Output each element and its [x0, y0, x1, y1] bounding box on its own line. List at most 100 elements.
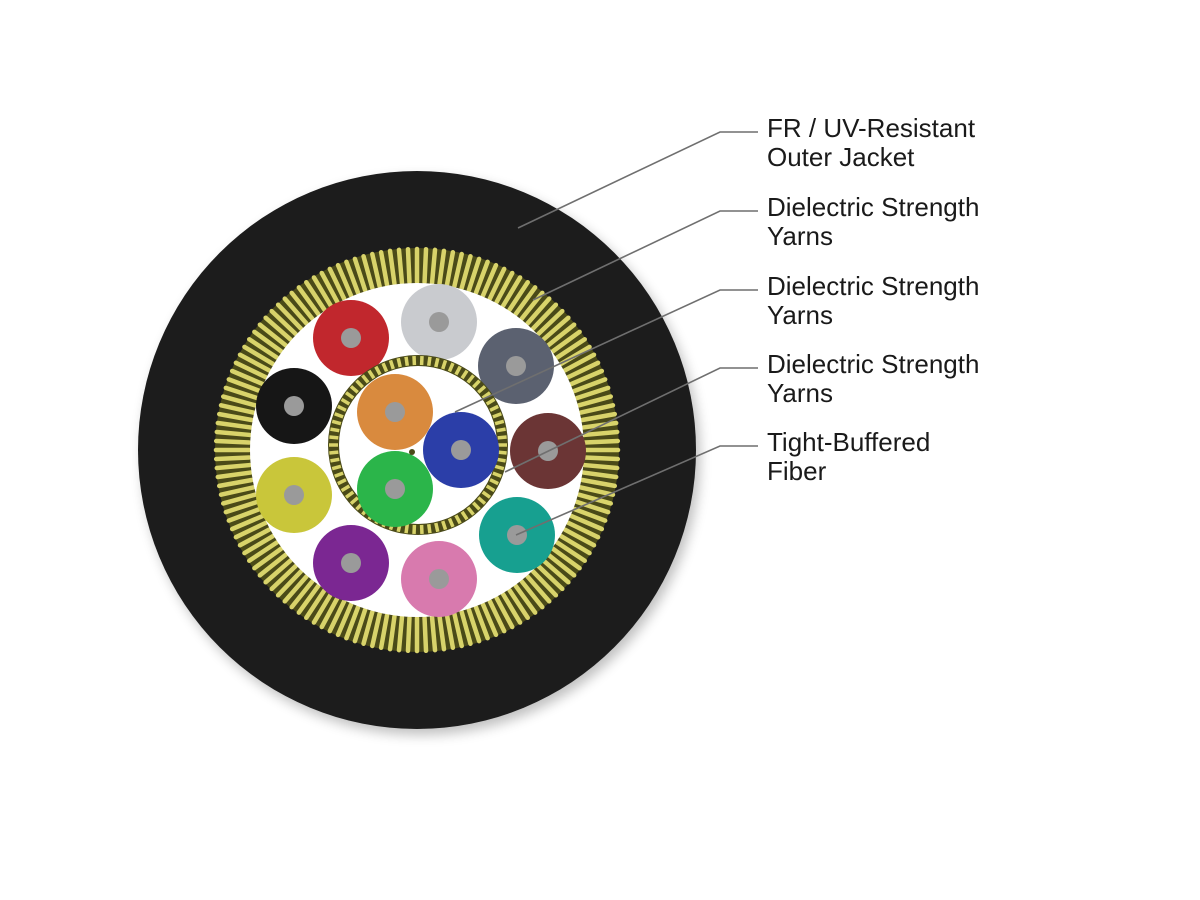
yarn-strand [330, 427, 340, 433]
yarn-strand [263, 315, 293, 342]
outer-fiber-ring [256, 284, 586, 617]
yarn-strand [269, 563, 298, 592]
fiber-core [451, 440, 471, 460]
yarn-strand [452, 611, 464, 649]
yarn-strand [396, 357, 402, 368]
fiber-black [256, 368, 332, 444]
yarn-strand [541, 315, 571, 342]
yarn-strand [361, 374, 370, 384]
yarn-strand [304, 280, 327, 313]
yarn-strand [576, 394, 614, 408]
yarn-strand [492, 471, 502, 478]
yarn-strand [378, 249, 390, 287]
label-line: Dielectric Strength [767, 349, 979, 379]
yarn-strand [214, 462, 252, 471]
yarn-strand [572, 377, 608, 394]
yarn-strand [229, 513, 265, 532]
fiber-core [341, 328, 361, 348]
yarn-strand [388, 359, 395, 370]
yarn-strand [447, 517, 455, 528]
yarn-strand [434, 522, 440, 533]
yarn-strand [489, 404, 499, 412]
yarn-strand [429, 615, 438, 653]
yarn-strand [378, 613, 390, 651]
yarn-strand [536, 563, 565, 592]
yarn-strand [530, 302, 559, 331]
yarn-strand [578, 485, 616, 497]
yarn-strand [282, 296, 309, 326]
yarn-strand [223, 499, 260, 515]
yarn-strand [319, 270, 340, 305]
yarn-strand [340, 484, 351, 493]
yarn-strand [361, 609, 375, 647]
yarn-strand [247, 540, 280, 563]
yarn-strand [396, 615, 405, 653]
yarn-strand [580, 477, 618, 489]
yarn-strand [427, 356, 432, 366]
yarn-strand [441, 520, 448, 531]
yarn-strand [477, 496, 487, 505]
yarn-strand [304, 587, 327, 620]
yarn-strand [574, 385, 611, 401]
yarn-strand [349, 496, 359, 505]
leader-line-strength-yarns-2 [454, 289, 758, 413]
yarn-strand [229, 368, 265, 387]
yarn-strand [576, 492, 614, 506]
yarn-strand [344, 605, 361, 641]
yarn-strand [569, 368, 605, 387]
fiber-violet [313, 525, 389, 601]
yarn-strand [220, 394, 258, 408]
yarn-strand [216, 411, 254, 423]
yarn-strand [370, 611, 382, 649]
yarn-strand [485, 397, 496, 406]
fiber-core [284, 485, 304, 505]
yarn-strand [454, 365, 462, 376]
yarn-strand [370, 251, 382, 289]
yarn-strand [466, 374, 475, 384]
leader-lines [454, 131, 758, 536]
yarn-strand [215, 420, 253, 430]
yarn-strand [494, 464, 505, 471]
yarn-strand [487, 599, 507, 634]
yarn-strand [507, 587, 530, 620]
yarn-strand [581, 420, 619, 430]
yarn-strand [247, 337, 280, 360]
yarn-strand [218, 403, 256, 415]
yarn-strand [459, 609, 473, 647]
yarn-strand [441, 359, 448, 370]
yarn-strand [215, 470, 253, 480]
leader-line-strength-yarns-1 [532, 210, 758, 301]
fiber-white [401, 284, 477, 360]
fiber-core [341, 553, 361, 573]
yarn-strand [233, 360, 268, 380]
yarn-strand [275, 302, 304, 331]
leader-line-strength-yarns-3 [504, 367, 758, 473]
yarn-strand [481, 391, 492, 400]
yarn-strand [466, 506, 475, 516]
yarn-strand [387, 248, 397, 286]
yarn-strand [550, 546, 582, 571]
yarn-strand [562, 527, 597, 548]
yarn-strand [331, 419, 342, 426]
yarn-strand [494, 595, 515, 630]
yarn-strand [459, 253, 473, 291]
yarn-strand [572, 506, 608, 523]
yarn-strand [404, 356, 409, 366]
yarn-strand [496, 457, 506, 463]
yarn-strand [489, 478, 499, 486]
yarn-strand [429, 247, 438, 285]
yarn-strand [237, 352, 272, 373]
yarn-strand [477, 385, 487, 394]
yarn-strand [319, 595, 340, 630]
yarn-strand [233, 520, 268, 540]
fiber-red [313, 300, 389, 376]
yarn-strand [497, 435, 507, 440]
yarn-strand [472, 501, 481, 511]
label-line: Tight-Buffered [767, 427, 930, 457]
yarn-strand [311, 275, 334, 309]
yarn-strand [454, 514, 462, 525]
yarn-strand [311, 591, 334, 625]
